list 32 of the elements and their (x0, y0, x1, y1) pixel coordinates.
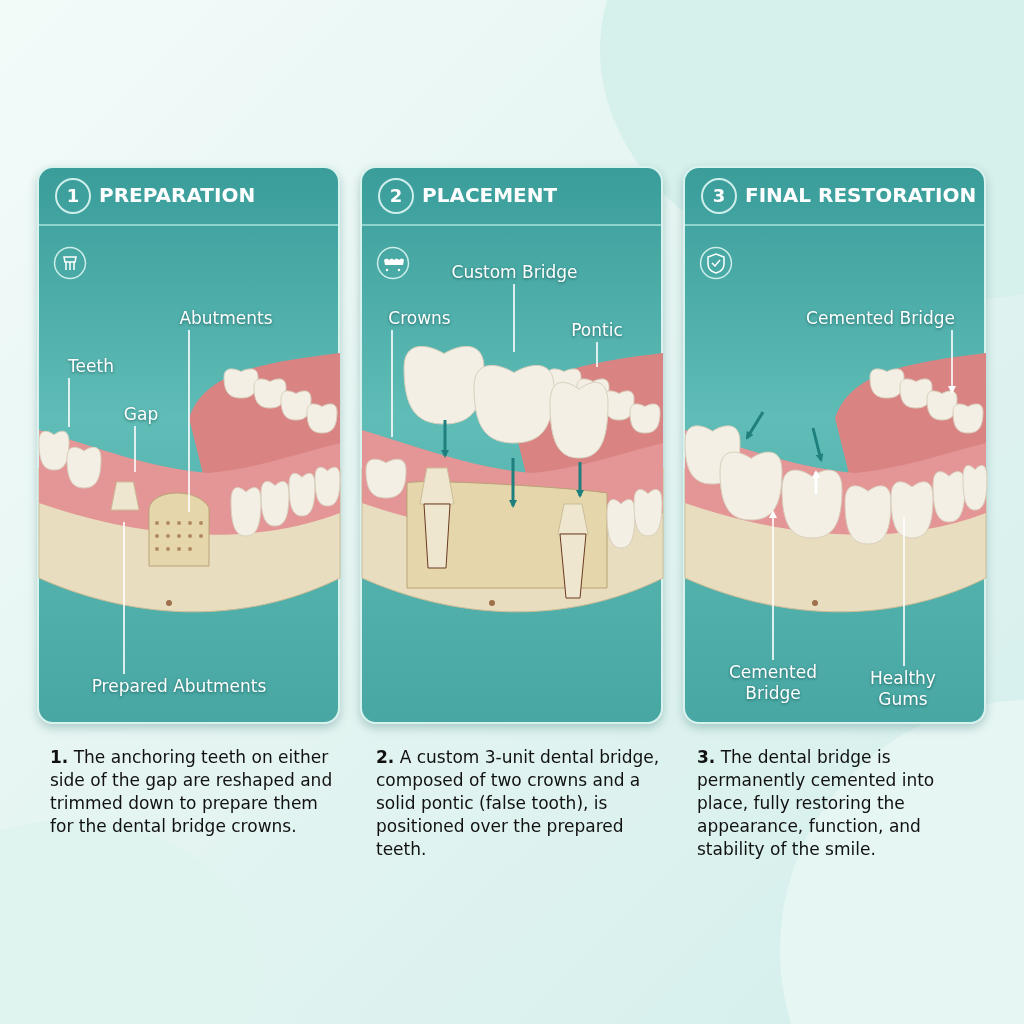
step-description: 3. The dental bridge is permanently cemented into place, fully restoring the appearance, function, and stability of the smile. (697, 746, 936, 861)
step-number: 2 (378, 178, 414, 214)
callout-label: Prepared Abutments (79, 676, 279, 697)
leader-line (123, 521, 125, 675)
leader-arrow (948, 329, 956, 394)
leader-line (134, 425, 136, 473)
step-panel (360, 166, 663, 724)
step-title: PREPARATION (99, 183, 256, 207)
callout-label: Abutments (171, 308, 281, 329)
step-panel (37, 166, 340, 724)
leader-line (903, 516, 905, 667)
callout-label: Custom Bridge (442, 262, 587, 283)
step-title: PLACEMENT (422, 183, 558, 207)
step-number: 3 (701, 178, 737, 214)
step-panel (683, 166, 986, 724)
callout-label: Pontic (562, 320, 632, 341)
callout-label: Gap (121, 404, 161, 425)
leader-line (68, 377, 70, 428)
leader-line (596, 341, 598, 368)
leader-arrow (769, 510, 777, 661)
leader-line (513, 283, 515, 353)
leader-line (188, 329, 190, 513)
callout-label: Crowns (382, 308, 457, 329)
step-number: 1 (55, 178, 91, 214)
step-description: 2. A custom 3-unit dental bridge, composed of two crowns and a solid pontic (false tooth), is positioned over the prepared teeth. (376, 746, 661, 861)
step-description: 1. The anchoring teeth on either side of the gap are reshaped and trimmed down to prepare them for the dental bridge crowns. (50, 746, 334, 838)
callout-label: Teeth (61, 356, 121, 377)
callout-label: Cemented Bridge (793, 308, 968, 329)
callout-label: Cemented Bridge (723, 662, 823, 704)
callout-label: Healthy Gums (853, 668, 953, 710)
step-title: FINAL RESTORATION (745, 183, 977, 207)
leader-line (391, 329, 393, 438)
